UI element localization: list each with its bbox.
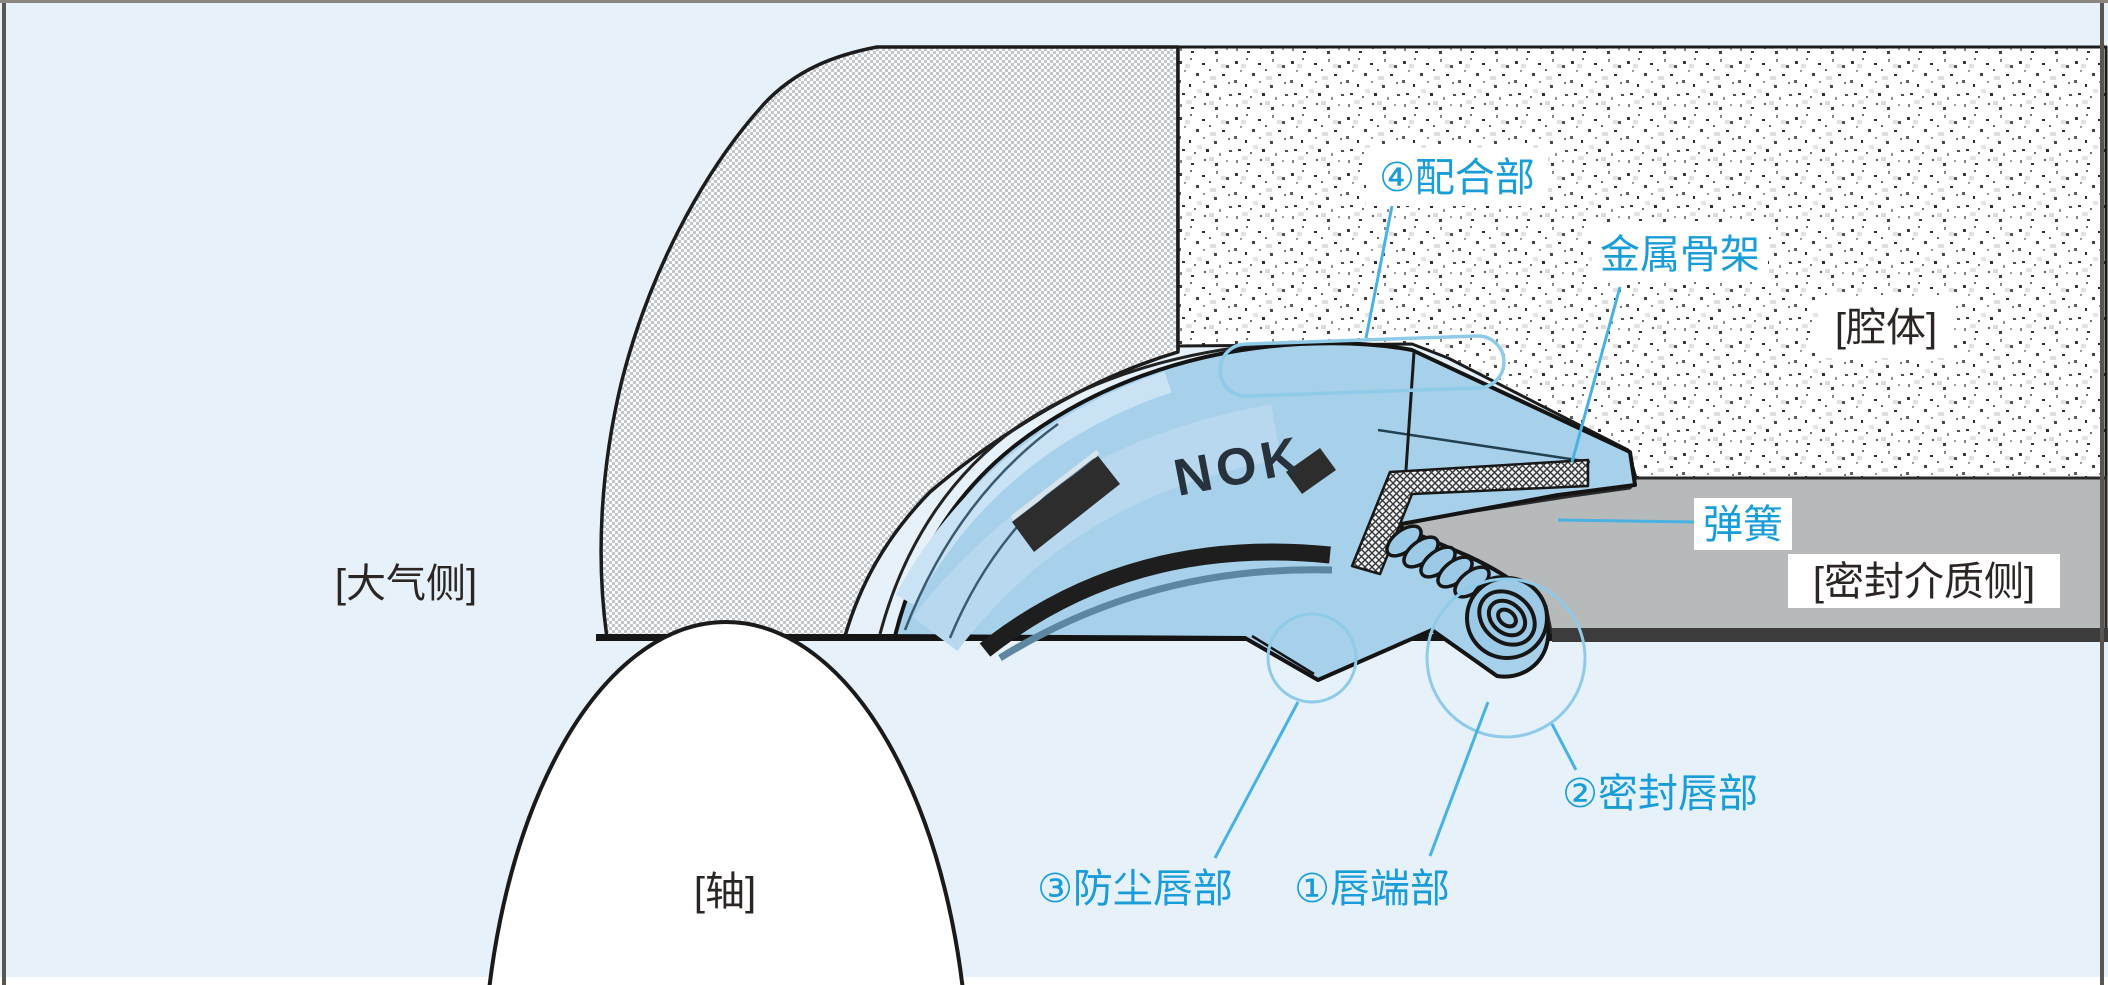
callout-spring-label: 弹簧 [1703, 503, 1783, 547]
metal-case-label-box [1592, 226, 1768, 282]
label-boxes [1366, 148, 2060, 608]
metal-case-section [1350, 458, 1590, 576]
housing-hatched-section [599, 45, 1180, 640]
seal-bore-shadow [979, 543, 1331, 657]
fit-label-box [1366, 148, 1548, 206]
medium-label-box [1788, 554, 2060, 608]
frame-top-border [0, 0, 2108, 3]
frame-left-border [2, 0, 6, 985]
leader-metal-case [1570, 286, 1622, 463]
leader-fit [1364, 205, 1394, 339]
callout-seal-lip-label: ②密封唇部 [1562, 772, 1758, 816]
oil-seal: NOK [893, 341, 1637, 682]
callout-lip-end-label: ①唇端部 [1294, 867, 1450, 911]
region-medium-label: [密封介质侧] [1813, 560, 2035, 604]
callout-metal-case-label: 金属骨架 [1600, 233, 1760, 277]
spring-label-box [1694, 498, 1792, 550]
region-cavity-label: [腔体] [1835, 306, 1937, 350]
frame-right-border [2100, 0, 2104, 985]
seal-rim-line-1 [903, 422, 1059, 631]
leader-lines [1213, 205, 1697, 859]
seal-rim-highlight [895, 371, 1172, 606]
spring-coil-end [1465, 576, 1549, 660]
medium-band-bottom-edge [1552, 628, 2108, 642]
seal-step-edge [1404, 351, 1416, 471]
bottom-margin [0, 977, 2108, 985]
seal-lip-circle [1425, 577, 1587, 739]
callout-dust-lip-label: ③防尘唇部 [1037, 867, 1233, 911]
fit-area-outline [1218, 334, 1506, 398]
leader-lip-end [1428, 701, 1490, 857]
region-atmosphere-label: [大气侧] [335, 562, 477, 606]
vent-highlight [1010, 450, 1100, 520]
region-shaft-label: [轴] [694, 870, 756, 914]
seal-vent-window-left [1012, 456, 1120, 552]
dust-lip-edge [1251, 634, 1315, 676]
shaft-end-face [487, 620, 965, 985]
leader-spring [1557, 518, 1697, 524]
callout-fit-label: ④配合部 [1379, 156, 1535, 200]
leader-dust-lip [1213, 701, 1300, 859]
annotations [1218, 334, 1587, 739]
cavity-label-box [1818, 296, 1954, 358]
labels: ④配合部 金属骨架 [腔体] 弹簧 [密封介质侧] ②密封唇部 ③防尘唇部 ①唇… [335, 156, 2035, 914]
dust-lip-circle [1266, 612, 1358, 704]
seal-bore-shadow-soft [998, 566, 1333, 661]
leader-seal-lip [1550, 723, 1578, 771]
seal-flange-edge [1377, 428, 1591, 464]
seal-case-od-edge [878, 340, 1296, 635]
seal-vent-window-right [1286, 448, 1336, 494]
